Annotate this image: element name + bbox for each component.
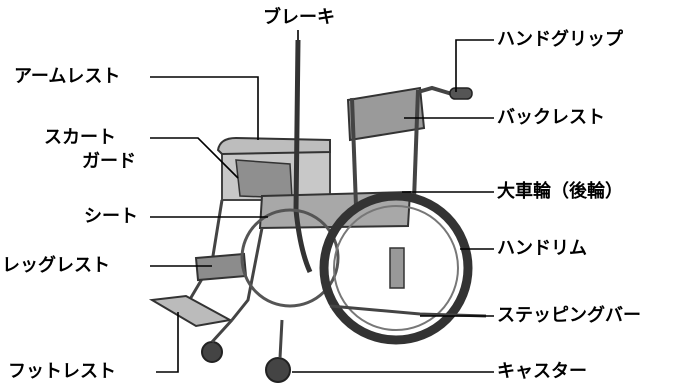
caster-fork bbox=[210, 318, 284, 359]
label-stepping-bar: ステッピングバー bbox=[497, 305, 641, 326]
label-backrest: バックレスト bbox=[497, 107, 605, 128]
leader-hand-grip bbox=[455, 39, 494, 92]
caster-rear bbox=[265, 357, 291, 383]
hand-rim-ring bbox=[333, 205, 459, 331]
label-skirt-guard-1: スカート bbox=[44, 127, 116, 148]
skirt-guard-cloth bbox=[235, 159, 293, 199]
leg-rest-shape bbox=[194, 252, 248, 282]
label-brake: ブレーキ bbox=[263, 7, 335, 28]
back-post-2 bbox=[412, 89, 420, 201]
rear-inner-wheel bbox=[240, 208, 340, 308]
label-hand-grip: ハンドグリップ bbox=[497, 29, 623, 50]
armrest-shape bbox=[216, 136, 331, 156]
hand-grip-shape bbox=[417, 85, 453, 96]
hand-grip-handle bbox=[449, 87, 473, 100]
leader-armrest bbox=[150, 76, 259, 140]
foot-rest-shape bbox=[148, 294, 233, 328]
label-big-wheel: 大車輪（後輪） bbox=[497, 181, 623, 202]
caster-front bbox=[201, 341, 223, 363]
leader-foot-rest bbox=[156, 312, 179, 373]
label-leg-rest: レッグレスト bbox=[2, 255, 110, 276]
label-seat: シート bbox=[84, 206, 138, 227]
leader-skirt-guard bbox=[150, 137, 239, 179]
label-skirt-guard-2: ガード bbox=[82, 151, 136, 172]
axle-plate bbox=[389, 247, 405, 289]
label-armrest: アームレスト bbox=[14, 66, 121, 87]
label-caster: キャスター bbox=[497, 361, 587, 382]
stepping-bar-shape bbox=[329, 304, 487, 318]
big-wheel-tire bbox=[319, 191, 473, 345]
back-post bbox=[350, 97, 358, 207]
leader-lines bbox=[150, 30, 494, 373]
illustration-body bbox=[148, 39, 487, 383]
backrest-shape bbox=[346, 86, 426, 142]
label-foot-rest: フットレスト bbox=[8, 361, 116, 382]
label-hand-rim: ハンドリム bbox=[497, 238, 587, 259]
